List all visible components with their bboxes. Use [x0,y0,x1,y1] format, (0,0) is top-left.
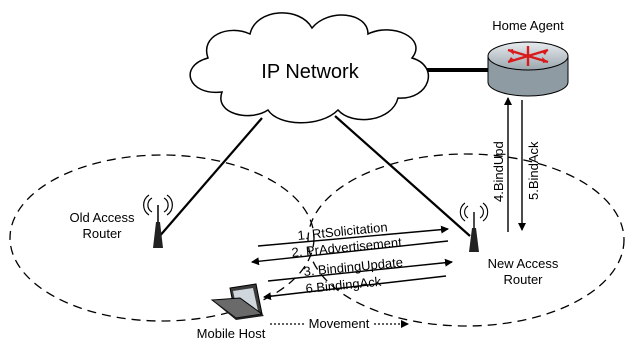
old-router-label-2: Router [82,226,122,241]
home-agent-label: Home Agent [492,18,564,33]
msg-arrow-pradvertisement [251,240,449,266]
msg-label-bindingupdate: 3. BindingUpdate [303,254,404,278]
new-router-label-2: Router [503,272,543,287]
msg-arrow-bindingack [263,275,447,301]
bindack-label: 5.BindAck [526,141,541,200]
msg-arrow-bindingupdate [267,258,453,282]
new-router-label-1: New Access [488,256,559,271]
bindupd-label: 4.BindUpd [491,141,506,202]
cloud-icon [189,12,430,124]
old-router-coverage [9,154,315,322]
new-router-coverage [307,153,625,327]
link-cloud-new-router [334,115,471,237]
msg-arrow-rtsolicitation [257,225,449,247]
antenna-icon [143,194,173,248]
antenna-icon [459,202,489,252]
laptop-icon [210,283,264,320]
router-icon [487,41,569,97]
mobile-host-label: Mobile Host [197,326,266,341]
msg-label-bindingack: 6.BindingAck [305,274,382,296]
movement-label: Movement [309,316,370,331]
link-cloud-old-router [157,117,263,239]
old-router-label-1: Old Access [69,210,135,225]
cloud-label: IP Network [261,61,359,83]
